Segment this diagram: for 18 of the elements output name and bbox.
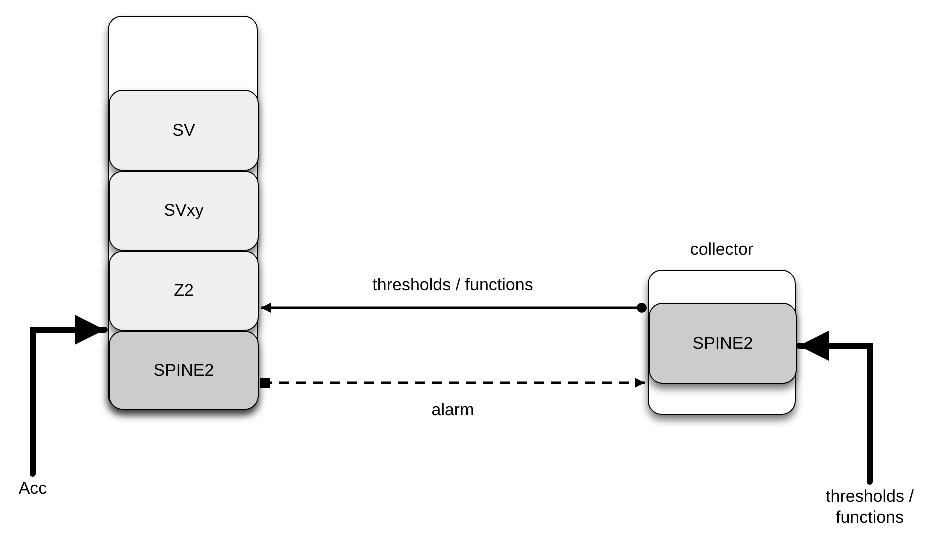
box-label: Z2	[174, 280, 194, 302]
process-box	[109, 90, 259, 171]
arrow	[260, 378, 645, 388]
arrow	[30, 315, 108, 477]
input-label: thresholds / functions	[825, 486, 915, 528]
process-box	[109, 251, 259, 331]
arrow	[796, 331, 873, 485]
box-label: SPINE2	[692, 332, 754, 355]
process-box	[649, 303, 797, 384]
container-box	[108, 16, 258, 409]
box-label: SVxy	[164, 200, 204, 222]
arrow	[261, 303, 647, 313]
box-label: SPINE2	[154, 360, 214, 382]
box-label: SV	[172, 120, 196, 142]
box-heading: collector	[689, 239, 755, 261]
input-label: Acc	[18, 478, 48, 500]
process-box	[109, 171, 259, 251]
process-box	[109, 331, 259, 410]
